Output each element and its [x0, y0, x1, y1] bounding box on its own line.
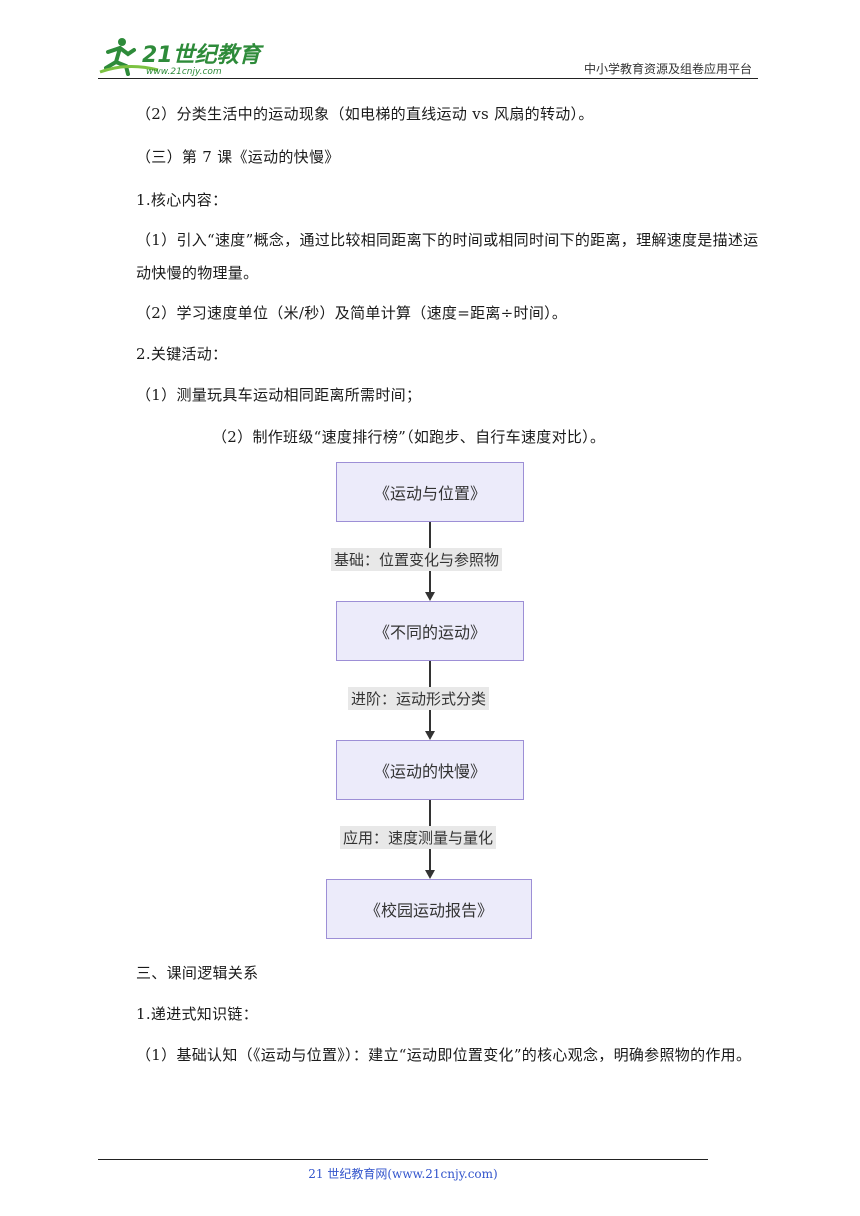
paragraph-speed-concept: （1）引入“速度”概念，通过比较相同距离下的时间或相同时间下的距离，理解速度是描… — [136, 224, 762, 290]
flow-edge-label-advanced: 进阶：运动形式分类 — [348, 687, 490, 710]
flow-edge-label-application: 应用：速度测量与量化 — [340, 826, 497, 849]
paragraph-toy-car-activity: （1）测量玩具车运动相同距离所需时间； — [136, 386, 422, 404]
arrow-down-icon — [424, 870, 435, 879]
paragraph-speed-ranking: （2）制作班级“速度排行榜”（如跑步、自行车速度对比）。 — [212, 428, 606, 446]
header-divider — [98, 78, 758, 79]
section-heading-lesson-7: （三）第 7 课《运动的快慢》 — [136, 148, 340, 166]
paragraph-basic-cognition: （1）基础认知（《运动与位置》）：建立“运动即位置变化”的核心观念，明确参照物的… — [136, 1039, 762, 1072]
flow-node-campus-report: 《校园运动报告》 — [326, 879, 532, 939]
subheading-knowledge-chain: 1.递进式知识链： — [136, 1005, 259, 1023]
flow-node-speed-lesson: 《运动的快慢》 — [336, 740, 524, 800]
arrow-down-icon — [424, 592, 435, 601]
page-header: 21世纪教育 www.21cnjy.com 中小学教育资源及组卷应用平台 — [98, 30, 758, 82]
header-slogan: 中小学教育资源及组卷应用平台 — [583, 62, 752, 76]
logo-wordmark: 21世纪教育 — [142, 42, 265, 68]
flow-node-different-motion: 《不同的运动》 — [336, 601, 524, 661]
arrow-down-icon — [424, 731, 435, 740]
footer-divider — [98, 1159, 708, 1160]
paragraph-speed-concept-text: （1）引入“速度”概念，通过比较相同距离下的时间或相同时间下的距离，理解速度是描… — [136, 231, 759, 282]
paragraph-motion-classification: （2）分类生活中的运动现象（如电梯的直线运动 vs 风扇的转动）。 — [136, 105, 594, 123]
subheading-key-activities: 2.关键活动： — [136, 345, 228, 363]
logo-url: www.21cnjy.com — [146, 67, 222, 77]
flow-edge-label-basics: 基础：位置变化与参照物 — [331, 548, 503, 571]
subheading-core-content: 1.核心内容： — [136, 191, 228, 209]
site-logo[interactable]: 21世纪教育 www.21cnjy.com — [98, 32, 268, 78]
paragraph-basic-cognition-text: （1）基础认知（《运动与位置》）：建立“运动即位置变化”的核心观念，明确参照物的… — [136, 1046, 752, 1064]
running-figure-icon: 21世纪教育 www.21cnjy.com — [99, 38, 265, 77]
section-heading-logic-relations: 三、课间逻辑关系 — [136, 964, 259, 982]
paragraph-speed-units: （2）学习速度单位（米/秒）及简单计算（速度=距离÷时间）。 — [136, 304, 568, 322]
lesson-flowchart: 《运动与位置》 基础：位置变化与参照物 《不同的运动》 进阶：运动形式分类 《运… — [326, 462, 536, 942]
flow-node-motion-position: 《运动与位置》 — [336, 462, 524, 522]
footer-link[interactable]: 21 世纪教育网(www.21cnjy.com) — [308, 1167, 498, 1181]
